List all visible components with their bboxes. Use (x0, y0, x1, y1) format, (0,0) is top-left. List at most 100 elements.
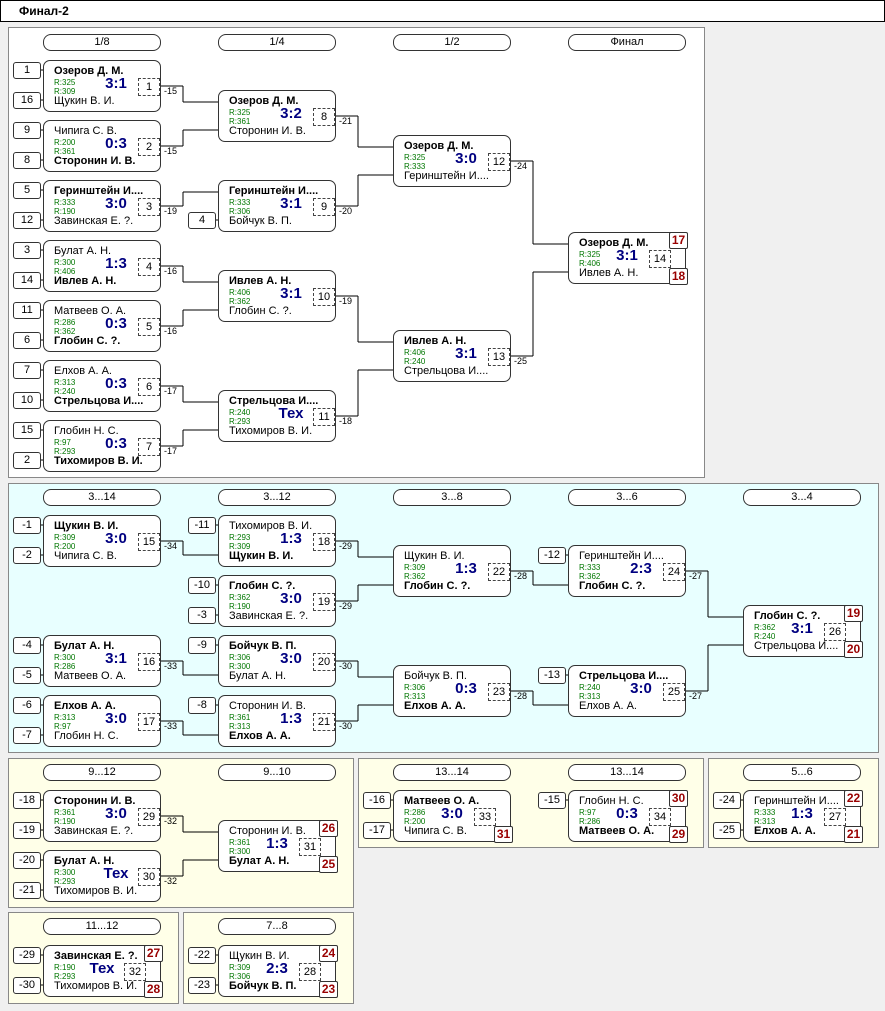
player-top: Геринштейн И.... (579, 550, 664, 562)
player-bottom: Щукин В. И. (54, 95, 115, 107)
rating-top: R:300 (54, 258, 76, 267)
rating-top: R:306 (404, 683, 426, 692)
rating-bottom: R:362 (229, 297, 251, 306)
match-number: 20 (313, 653, 335, 671)
loser-destination: -15 (164, 146, 178, 156)
player-top: Щукин В. И. (404, 550, 465, 562)
player-bottom: Тихомиров В. И. (54, 980, 138, 992)
player-top: Тихомиров В. И. (229, 520, 313, 532)
rating-top: R:97 (579, 808, 596, 817)
rating-bottom: R:406 (54, 267, 76, 276)
player-top: Бойчук В. П. (404, 670, 467, 682)
match-score: 0:3 (105, 435, 127, 452)
rating-bottom: R:97 (54, 722, 71, 731)
match-number: 8 (313, 108, 335, 126)
place-badge: 25 (319, 856, 338, 873)
rating-top: R:200 (54, 138, 76, 147)
round-header: 1/2 (393, 34, 511, 51)
loser-destination: -27 (689, 571, 703, 581)
seed-box: -9 (188, 637, 216, 654)
rating-bottom: R:362 (404, 572, 426, 581)
loser-destination: -30 (339, 721, 353, 731)
rating-top: R:361 (54, 808, 76, 817)
player-top: Геринштейн И.... (54, 185, 144, 197)
seed-box: -13 (538, 667, 566, 684)
rating-bottom: R:200 (54, 542, 76, 551)
window-title: Финал-2 (0, 0, 885, 22)
rating-bottom: R:333 (404, 162, 426, 171)
match-number: 25 (663, 683, 685, 701)
match-number: 24 (663, 563, 685, 581)
rating-top: R:240 (229, 408, 251, 417)
rating-top: R:406 (404, 348, 426, 357)
seed-box: -6 (13, 697, 41, 714)
player-top: Сторонин И. В. (229, 700, 306, 712)
player-top: Елхов А. А. (54, 365, 112, 377)
rating-bottom: R:313 (579, 692, 601, 701)
player-top: Озеров Д. М. (229, 95, 299, 107)
round-header: 9...10 (218, 764, 336, 781)
player-bottom: Чипига С. В. (54, 550, 117, 562)
match-number: 22 (488, 563, 510, 581)
round-header: 3...6 (568, 489, 686, 506)
match-score: 0:3 (105, 135, 127, 152)
rating-bottom: R:313 (754, 817, 776, 826)
rating-top: R:325 (579, 250, 601, 259)
player-bottom: Геринштейн И.... (404, 170, 489, 182)
player-bottom: Завинская Е. ?. (54, 215, 134, 227)
rating-top: R:325 (54, 78, 76, 87)
seed-box: -29 (13, 947, 41, 964)
round-header: 5...6 (743, 764, 861, 781)
player-bottom: Глобин С. ?. (54, 335, 121, 347)
player-top: Матвеев О. А. (54, 305, 127, 317)
match-score: 1:3 (280, 710, 302, 727)
seed-box: -5 (13, 667, 41, 684)
match-number: 17 (138, 713, 160, 731)
loser-destination: -32 (164, 876, 178, 886)
match-score: 3:1 (791, 620, 813, 637)
player-bottom: Завинская Е. ?. (54, 825, 134, 837)
seed-box: 8 (13, 152, 41, 169)
rating-bottom: R:309 (229, 542, 251, 551)
player-top: Озеров Д. М. (579, 237, 649, 249)
match-score: 3:0 (280, 650, 302, 667)
seed-box: -3 (188, 607, 216, 624)
player-bottom: Елхов А. А. (229, 730, 291, 742)
seed-box: -16 (363, 792, 391, 809)
loser-destination: -30 (339, 661, 353, 671)
